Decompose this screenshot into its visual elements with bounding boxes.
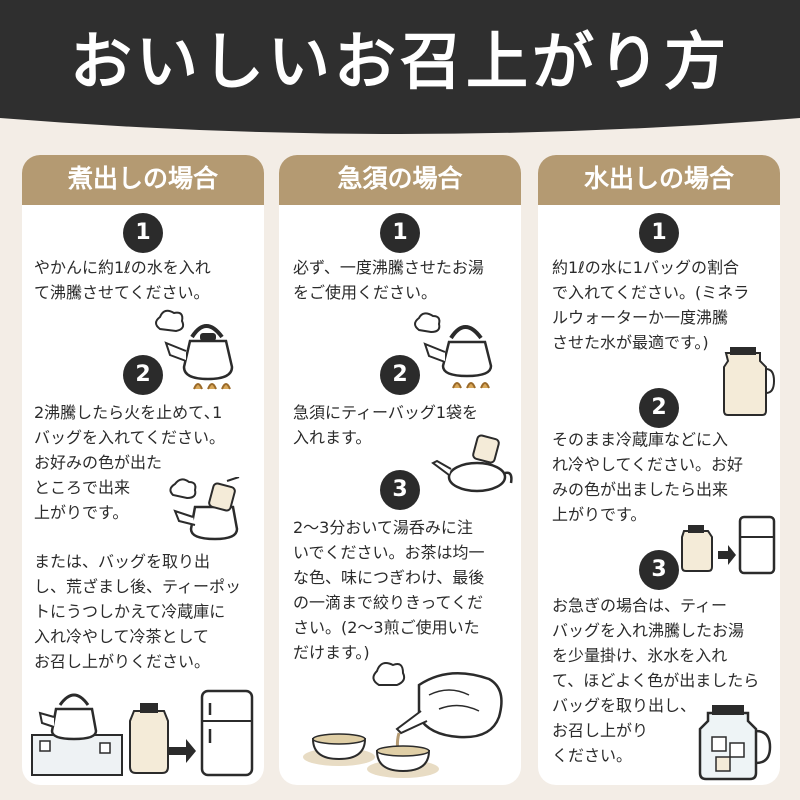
- card-heading: 煮出しの場合: [22, 155, 264, 205]
- step-text: 2沸騰したら火を止めて､1 バッグを入れてください。 お好みの色が出た ところで…: [34, 403, 226, 522]
- teapot-with-teabag-icon: [431, 434, 513, 493]
- step-text: 急須にティーバッグ1袋を 入れます。: [293, 403, 479, 447]
- step-number: 2: [380, 355, 420, 395]
- step-text: そのまま冷蔵庫などに入 れ冷やしてください。お好 みの色が出ましたら出来 上がり…: [552, 430, 744, 524]
- step-text: お急ぎの場合は、ティー バッグを入れ沸騰したお湯 を少量掛け、氷水を入れ て、ほ…: [552, 596, 760, 765]
- kettle-on-stove-icon: [414, 312, 493, 389]
- pitcher-to-fridge-icon: [681, 515, 776, 575]
- step-number: 2: [639, 388, 679, 428]
- step-number: 3: [639, 550, 679, 590]
- step-number: 3: [380, 470, 420, 510]
- step-text: 必ず、一度沸騰させたお湯 をご使用ください。: [293, 258, 484, 302]
- header-banner: おいしいお召上がり方: [0, 0, 800, 150]
- card-cold-brew: 水出しの場合 1 約1ℓの水に1バッグの割合 で入れてください。(ミネラ ルウォ…: [538, 155, 780, 785]
- step-number: 2: [123, 355, 163, 395]
- card-heading: 水出しの場合: [538, 155, 780, 205]
- pouring-tea-icon: [303, 662, 503, 778]
- kettle-on-stove-icon: [155, 309, 234, 390]
- kettle-with-teabag-icon: [169, 477, 240, 541]
- pitcher-with-ice-icon: [698, 705, 772, 781]
- header-background: [0, 0, 800, 134]
- note-text: または、バッグを取り出 し、荒ざまし後、ティーポッ トにうつしかえて冷蔵庫に 入…: [34, 552, 242, 671]
- pitcher-icon: [723, 347, 776, 416]
- step-number: 1: [123, 213, 163, 253]
- card-teapot: 急須の場合 1 必ず、一度沸騰させたお湯 をご使用ください。 2 急須にティーバ…: [279, 155, 521, 785]
- card-boil: 煮出しの場合 1 やかんに約1ℓの水を入れ て沸騰させてください。 2 2沸騰し…: [22, 155, 264, 785]
- cooling-process-icon: [31, 689, 254, 777]
- step-text: やかんに約1ℓの水を入れ て沸騰させてください。: [34, 258, 211, 302]
- step-number: 1: [639, 213, 679, 253]
- page-title: おいしいお召上がり方: [69, 25, 730, 98]
- step-text: 2～3分おいて湯呑みに注 いでください。お茶は均一 な色、味につぎわけ、最後 の…: [293, 518, 485, 662]
- step-text: 約1ℓの水に1バッグの割合 で入れてください。(ミネラ ルウォーターか一度沸騰 …: [552, 258, 750, 352]
- step-number: 1: [380, 213, 420, 253]
- card-heading: 急須の場合: [279, 155, 521, 205]
